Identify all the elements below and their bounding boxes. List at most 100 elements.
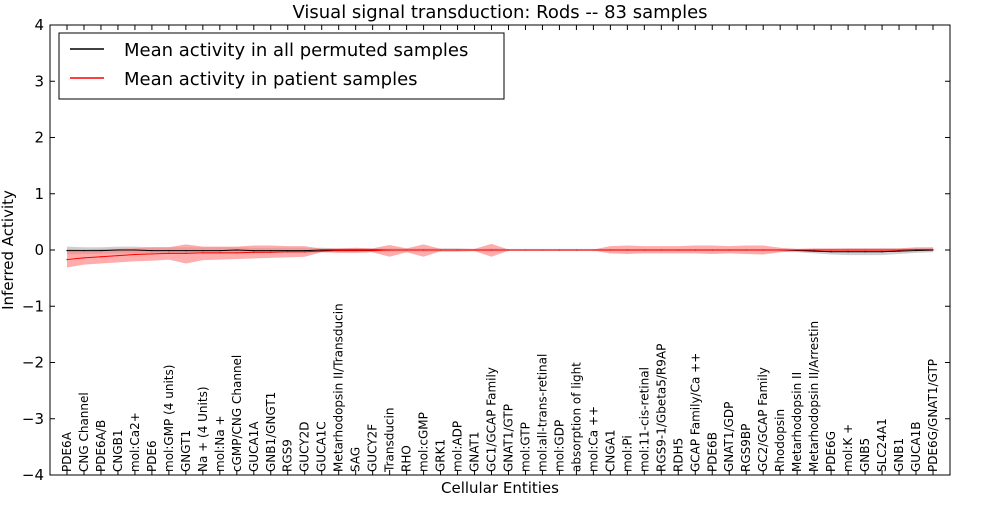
y-tick-label: 3 bbox=[34, 72, 44, 90]
point-series-1 bbox=[558, 249, 561, 251]
point-series-1 bbox=[473, 249, 476, 251]
point-series-1 bbox=[915, 248, 917, 251]
y-tick-label: 1 bbox=[34, 185, 44, 203]
point-series-1 bbox=[355, 249, 357, 252]
x-tick-label: SAG bbox=[349, 447, 363, 472]
x-tick-label: Metarhodopsin II bbox=[790, 372, 804, 472]
y-tick-label: 2 bbox=[34, 129, 44, 147]
x-tick-label: GCAP Family/Ca ++ bbox=[688, 353, 702, 472]
point-series-1 bbox=[541, 249, 544, 251]
legend-box bbox=[58, 32, 505, 100]
x-tick-label: mol:K + bbox=[841, 424, 855, 472]
x-tick-label: mol:GDP bbox=[552, 420, 566, 472]
x-tick-label: GNB1 bbox=[892, 438, 906, 472]
x-tick-label: mol:Ca2+ bbox=[128, 412, 142, 472]
x-tick-label: PDE6 bbox=[145, 440, 159, 472]
x-tick-label: GUCA1A bbox=[247, 421, 261, 472]
y-tick-label: −2 bbox=[22, 354, 44, 372]
point-series-1 bbox=[677, 249, 679, 251]
x-tick-label: mol:Ca ++ bbox=[586, 406, 600, 472]
x-tick-label: Transducin bbox=[383, 408, 397, 473]
point-series-0 bbox=[134, 249, 136, 251]
point-series-1 bbox=[813, 249, 815, 251]
point-series-1 bbox=[66, 258, 68, 261]
x-tick-label: PDE6A/B bbox=[94, 420, 108, 472]
point-series-1 bbox=[253, 251, 255, 253]
point-series-1 bbox=[864, 249, 866, 251]
point-series-0 bbox=[847, 251, 849, 253]
point-series-1 bbox=[762, 249, 764, 251]
point-series-1 bbox=[422, 249, 425, 251]
chart-title: Visual signal transduction: Rods -- 83 s… bbox=[292, 2, 707, 23]
point-series-0 bbox=[117, 249, 119, 251]
point-series-1 bbox=[728, 249, 730, 251]
x-tick-label: cGMP/CNG Channel bbox=[230, 355, 244, 472]
point-series-1 bbox=[100, 256, 102, 258]
point-series-1 bbox=[151, 253, 153, 255]
point-series-1 bbox=[117, 255, 119, 257]
point-series-0 bbox=[66, 249, 68, 252]
x-tick-label: PDE6B bbox=[705, 432, 719, 472]
point-series-1 bbox=[202, 252, 204, 254]
point-series-0 bbox=[898, 250, 900, 252]
x-tick-label: Rhodopsin bbox=[773, 409, 787, 472]
point-series-0 bbox=[151, 249, 153, 252]
point-series-0 bbox=[321, 249, 323, 251]
x-tick-label: GUCA1C bbox=[315, 421, 329, 472]
point-series-1 bbox=[321, 250, 323, 252]
point-series-1 bbox=[745, 249, 747, 251]
point-series-1 bbox=[524, 249, 527, 251]
legend: Mean activity in all permuted samples Me… bbox=[58, 32, 505, 100]
point-series-1 bbox=[185, 252, 187, 254]
x-tick-label: PDE6G bbox=[824, 431, 838, 472]
series-lines bbox=[66, 248, 934, 261]
point-series-1 bbox=[287, 251, 289, 253]
point-series-0 bbox=[830, 251, 832, 253]
point-series-1 bbox=[898, 249, 900, 251]
point-series-1 bbox=[660, 249, 662, 251]
point-series-1 bbox=[236, 252, 238, 254]
x-tick-label: mol:all-trans-retinal bbox=[535, 354, 549, 472]
x-tick-label: mol:11-cis-retinal bbox=[637, 367, 651, 472]
x-tick-label: RGS9-1/Gbeta5/R9AP bbox=[654, 344, 668, 472]
point-series-1 bbox=[507, 249, 510, 251]
x-tick-label: mol:Pi bbox=[620, 435, 634, 472]
x-tick-label: GUCY2D bbox=[298, 422, 312, 472]
x-tick-label: RDH5 bbox=[671, 438, 685, 472]
point-series-1 bbox=[575, 249, 578, 251]
x-tick-label: PDE6G/GNAT1/GTP bbox=[926, 359, 940, 472]
band-series-1 bbox=[67, 243, 933, 268]
x-tick-label: Na + (4 Units) bbox=[196, 386, 210, 472]
x-tick-label: GNGT1 bbox=[179, 430, 193, 472]
point-series-1 bbox=[694, 249, 696, 251]
x-tick-label: mol:cGMP bbox=[417, 412, 431, 472]
x-tick-label: GNAT1/GTP bbox=[501, 404, 515, 472]
x-tick-label: GC1/GCAP Family bbox=[485, 367, 499, 472]
y-tick-label: −1 bbox=[22, 297, 44, 315]
x-tick-label: RGS9BP bbox=[739, 424, 753, 472]
point-series-0 bbox=[219, 249, 221, 252]
point-series-1 bbox=[338, 249, 340, 252]
point-series-0 bbox=[253, 249, 255, 252]
x-tick-label: GNB1/GNGT1 bbox=[264, 392, 278, 472]
x-tick-label: RGS9 bbox=[281, 439, 295, 472]
y-axis-title: Inferred Activity bbox=[0, 190, 17, 310]
point-series-0 bbox=[236, 249, 238, 251]
y-tick-label: 0 bbox=[34, 241, 44, 259]
point-series-1 bbox=[219, 252, 221, 254]
point-series-0 bbox=[304, 249, 306, 252]
x-tick-label: RHO bbox=[400, 445, 414, 472]
point-series-1 bbox=[932, 248, 934, 251]
point-series-1 bbox=[711, 249, 713, 251]
point-series-1 bbox=[626, 249, 628, 251]
point-series-1 bbox=[592, 249, 594, 251]
point-series-0 bbox=[168, 249, 170, 252]
point-series-1 bbox=[796, 249, 798, 251]
x-tick-label: SLC24A1 bbox=[875, 418, 889, 472]
point-series-0 bbox=[83, 249, 85, 252]
point-series-1 bbox=[83, 257, 85, 259]
x-tick-label: Metarhodopsin II/Transducin bbox=[332, 303, 346, 472]
point-series-0 bbox=[100, 249, 102, 252]
